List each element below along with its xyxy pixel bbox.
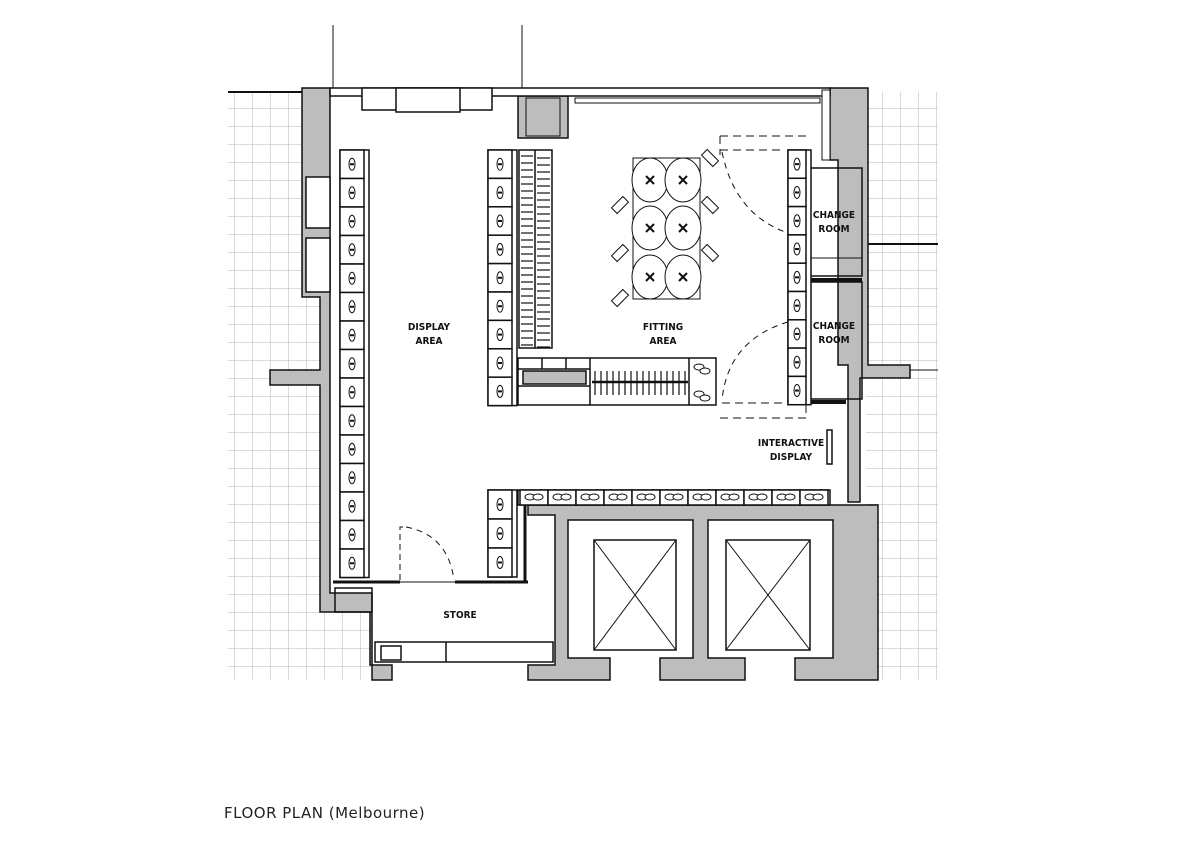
- fitting-stool: [664, 205, 702, 251]
- store-label: STORE: [443, 610, 476, 621]
- display-shelf-left: [339, 149, 370, 579]
- change-room-shoe-shelf: [787, 149, 812, 406]
- fitting-stool: [631, 157, 669, 203]
- change-room-1-label: CHANGE: [813, 210, 855, 221]
- elevator-shaft-1: [593, 539, 677, 651]
- shelf-cell: [487, 291, 513, 322]
- mirror-stand: [610, 288, 630, 308]
- fitting-stool: [664, 254, 702, 300]
- mirror-stand: [610, 243, 630, 263]
- mirror-stand: [700, 243, 720, 263]
- display-area-label: DISPLAY: [408, 322, 451, 333]
- display-shelf-bottom: [517, 489, 831, 506]
- display-area-label-2: AREA: [415, 336, 442, 347]
- fitting-area-label: FITTING: [643, 322, 683, 333]
- fitting-stool: [664, 157, 702, 203]
- elevator-shaft-2: [725, 539, 811, 651]
- display-shelf-lower: [487, 489, 518, 578]
- mirror-stand: [700, 148, 720, 168]
- interactive-display-label-2: DISPLAY: [770, 452, 813, 463]
- counter-shoe-display: [693, 363, 711, 402]
- fitting-area-label-2: AREA: [649, 336, 676, 347]
- mirror-stand: [610, 195, 630, 215]
- paving-grid-bottom: [328, 612, 372, 680]
- mirror-stand: [700, 195, 720, 215]
- fitting-stool: [631, 254, 669, 300]
- plan-caption: FLOOR PLAN (Melbourne): [224, 804, 426, 822]
- fitting-stool: [631, 205, 669, 251]
- change-room-2-label-2: ROOM: [818, 335, 849, 346]
- display-shelf-center: [487, 149, 518, 407]
- change-room-2-label: CHANGE: [813, 321, 855, 332]
- change-room-1-label-2: ROOM: [818, 224, 849, 235]
- interactive-display-label: INTERACTIVE: [758, 438, 824, 449]
